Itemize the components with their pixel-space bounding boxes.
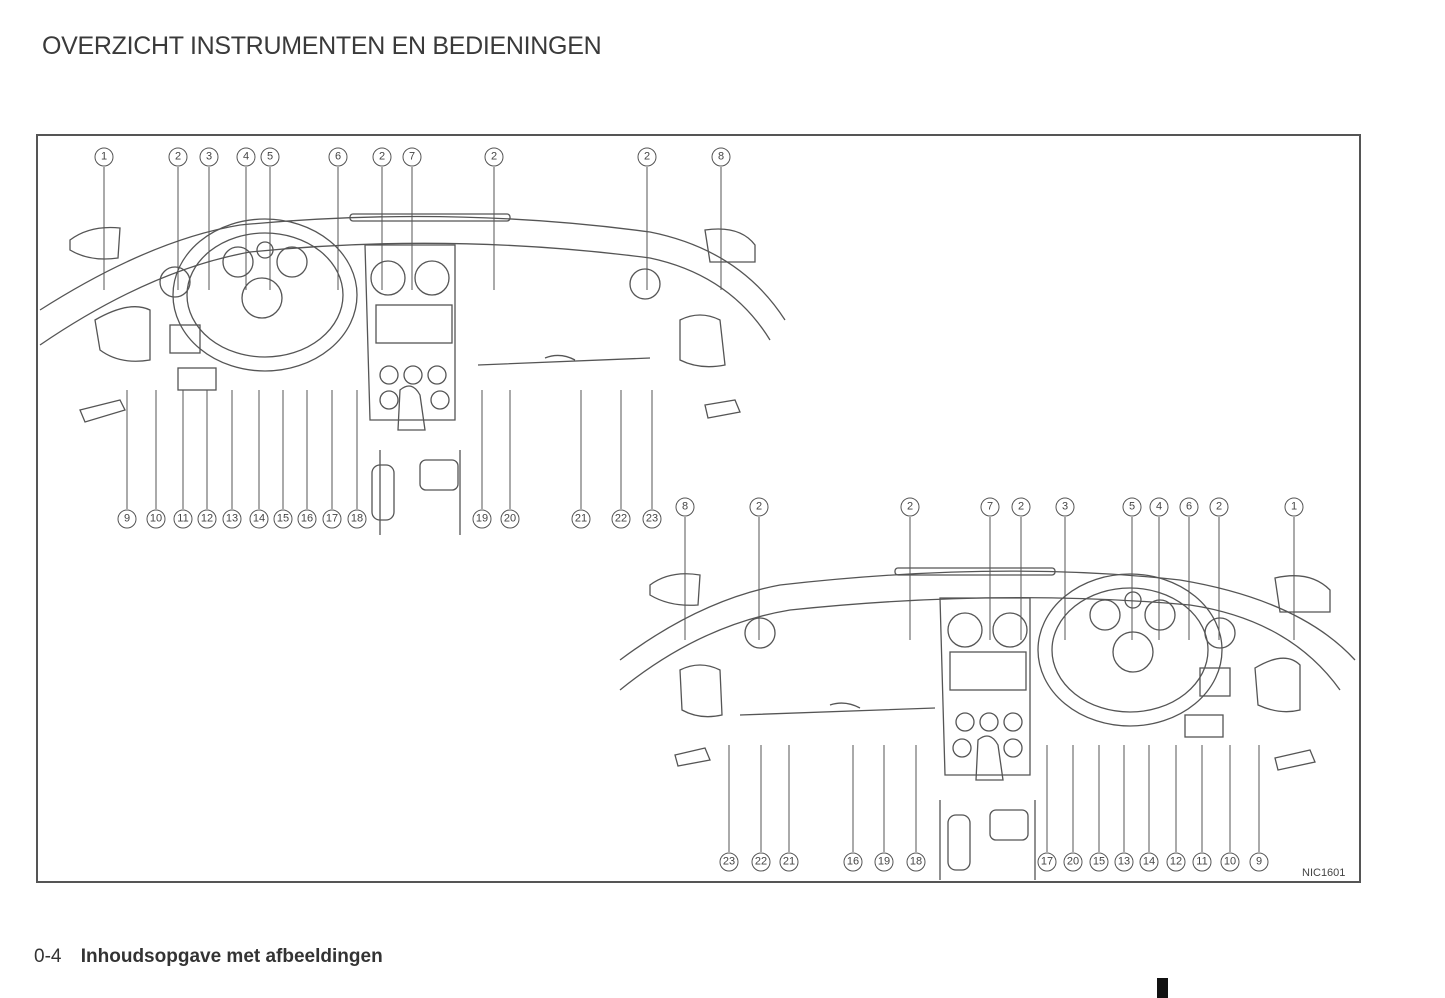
rhd-bottom-callout: 14 [1139,852,1159,872]
lhd-top-callout: 6 [328,147,348,167]
rhd-bottom-callout: 15 [1089,852,1109,872]
lhd-dashboard-drawing [39,213,786,535]
lhd-bottom-callout: 20 [500,509,520,529]
lhd-top-callout: 2 [372,147,392,167]
lhd-top-callout: 3 [199,147,219,167]
rhd-top-callout: 7 [980,497,1000,517]
rhd-bottom-callout: 16 [843,852,863,872]
rhd-bottom-callout: 9 [1249,852,1269,872]
rhd-top-callout: 8 [675,497,695,517]
rhd-bottom-callout: 18 [906,852,926,872]
lhd-bottom-callout: 23 [642,509,662,529]
rhd-bottom-callout: 21 [779,852,799,872]
page-title: OVERZICHT INSTRUMENTEN EN BEDIENINGEN [42,32,602,60]
page-number: 0-4 [34,946,62,967]
lhd-top-callout: 1 [94,147,114,167]
rhd-bottom-callout: 11 [1192,852,1212,872]
rhd-top-callout: 3 [1055,497,1075,517]
lhd-bottom-callout: 16 [297,509,317,529]
lhd-top-callout: 7 [402,147,422,167]
rhd-top-callout: 1 [1284,497,1304,517]
rhd-bottom-callout: 19 [874,852,894,872]
rhd-top-callout: 5 [1122,497,1142,517]
lhd-top-callout: 8 [711,147,731,167]
rhd-top-callout: 2 [900,497,920,517]
lhd-bottom-callout: 12 [197,509,217,529]
page-edge-marker [1157,978,1168,998]
rhd-top-callout: 4 [1149,497,1169,517]
callout-leader-lines [103,167,1295,852]
lhd-bottom-callout: 19 [472,509,492,529]
rhd-bottom-callout: 12 [1166,852,1186,872]
rhd-top-callout: 2 [749,497,769,517]
lhd-bottom-callout: 9 [117,509,137,529]
rhd-top-callout: 2 [1011,497,1031,517]
lhd-bottom-callout: 22 [611,509,631,529]
lhd-bottom-callout: 14 [249,509,269,529]
lhd-bottom-callout: 21 [571,509,591,529]
lhd-bottom-callout: 17 [322,509,342,529]
lhd-bottom-callout: 10 [146,509,166,529]
rhd-bottom-callout: 23 [719,852,739,872]
lhd-top-callout: 4 [236,147,256,167]
rhd-bottom-callout: 10 [1220,852,1240,872]
rhd-top-callout: 6 [1179,497,1199,517]
lhd-top-callout: 2 [637,147,657,167]
lhd-bottom-callout: 13 [222,509,242,529]
dashboard-figure-frame [36,134,1361,883]
lhd-bottom-callout: 15 [273,509,293,529]
rhd-bottom-callout: 22 [751,852,771,872]
lhd-bottom-callout: 18 [347,509,367,529]
rhd-bottom-callout: 20 [1063,852,1083,872]
rhd-bottom-callout: 17 [1037,852,1057,872]
section-title: Inhoudsopgave met afbeeldingen [80,946,383,967]
rhd-bottom-callout: 13 [1114,852,1134,872]
lhd-top-callout: 2 [484,147,504,167]
lhd-bottom-callout: 11 [173,509,193,529]
figure-code: NIC1601 [1302,867,1346,879]
lhd-top-callout: 2 [168,147,188,167]
rhd-top-callout: 2 [1209,497,1229,517]
rhd-dashboard-drawing [619,567,1356,880]
lhd-top-callout: 5 [260,147,280,167]
page-footer: 0-4 Inhoudsopgave met afbeeldingen [34,946,383,968]
